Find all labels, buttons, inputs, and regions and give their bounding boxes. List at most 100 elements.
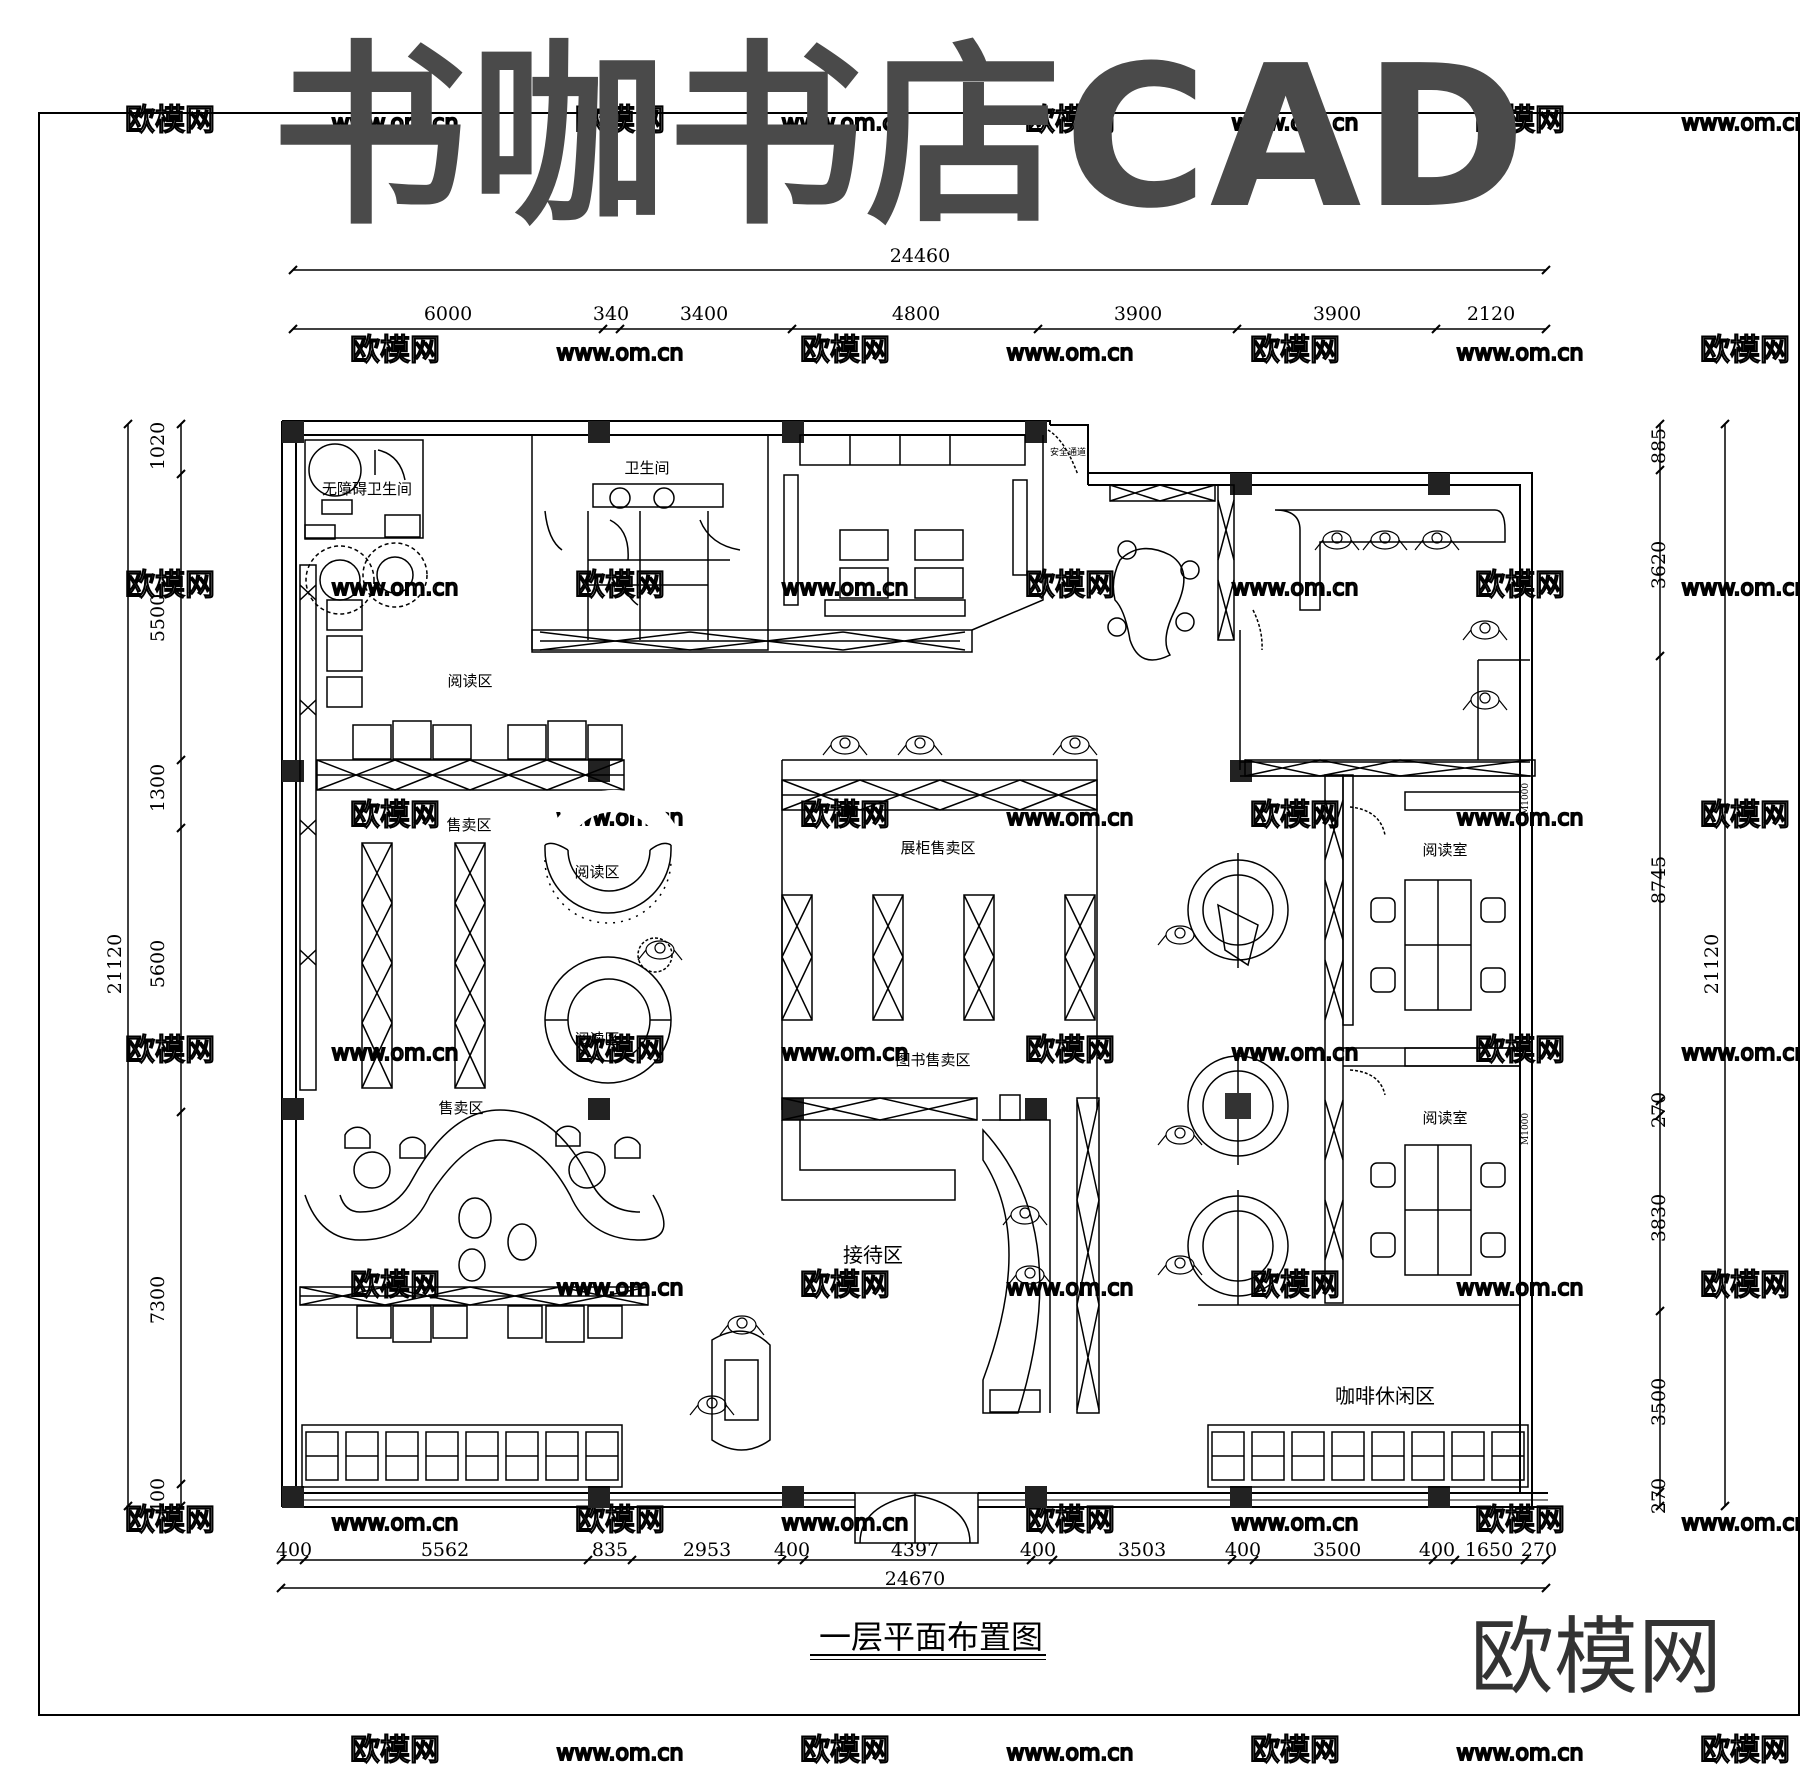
shelf-near-coffee [1109,484,1235,641]
person-arm [1314,539,1324,551]
watermark-cn: 欧模网 [1475,103,1565,138]
tick [598,324,608,334]
person-head [654,942,666,954]
watermark-cn: 欧模网 [1250,1268,1340,1303]
dim-left-seg: 5600 [147,940,169,988]
people-figures [637,530,1508,1416]
dim-bottom-seg: 400 [1225,1539,1261,1561]
dim-bottom-seg: 2953 [683,1539,731,1561]
watermark-cn: 欧模网 [1025,1503,1115,1538]
page-title: 书咖书店CAD [271,24,1529,252]
watermark-cn: 欧模网 [1025,103,1115,138]
person-arm [1007,1274,1017,1286]
circular-reading-seat-lower [544,956,672,1084]
watermark-url: www.om.cn [782,1511,909,1536]
chair [1480,967,1506,993]
display-sales-island [781,759,1098,1110]
column [1230,760,1252,782]
person-arm [1498,699,1508,711]
toilet-room [531,435,769,651]
bottom-dimension-lines [281,1559,1546,1589]
watermark-url: www.om.cn [1232,1041,1359,1066]
meeting-room-top-right [1239,509,1530,777]
person-arm [1398,539,1408,551]
dim-right-seg: 270 [1648,1092,1670,1128]
watermark-cn: 欧模网 [800,333,890,368]
watermark-layer: 欧模网 www.om.cn 欧模网 www.om.cn 欧模网 www.om.cn 欧模网 w… [124,102,1800,1769]
watermark-cn: 欧模网 [1025,1033,1115,1068]
watermark-cn: 欧模网 [1250,333,1340,368]
watermark-url: www.om.cn [1682,111,1800,136]
watermark-url: www.om.cn [782,111,909,136]
dim-left-seg: 400 [147,1478,169,1514]
person [1010,1205,1040,1225]
person-head [1479,692,1491,704]
brand-logo-text: 欧模网 [1470,1608,1723,1706]
person [905,735,935,755]
dim-right-seg: 3830 [1648,1194,1670,1242]
person-head [1174,1257,1186,1269]
person-arm [725,1404,735,1416]
circular-reading-seat-upper [544,789,684,924]
cafe-round-table-2 [1187,1050,1289,1165]
person-arm [1052,744,1062,756]
person [1165,1255,1195,1275]
dim-left-seg: 5500 [147,594,169,642]
tick [1541,265,1551,275]
person-arm [673,949,683,961]
watermark-url: www.om.cn [1457,1741,1584,1766]
person-arm [1462,699,1472,711]
coffee-table-free [1107,540,1200,661]
watermark-url: www.om.cn [1007,341,1134,366]
watermark-url: www.om.cn [557,1741,684,1766]
door-tag-1: M1000 [1521,783,1531,815]
person [1370,530,1400,550]
dim-right-seg: 8745 [1648,856,1670,904]
column [1428,473,1450,495]
watermark-cn: 欧模网 [575,1033,665,1068]
dim-bottom-seg: 400 [774,1539,810,1561]
dim-bottom-seg: 835 [592,1539,628,1561]
label-toilet: 卫生间 [624,459,669,477]
dim-left-total: 21120 [104,934,126,994]
watermark-cn: 欧模网 [800,798,890,833]
tick [1541,324,1551,334]
person-arm [719,1324,729,1336]
person-arm [1450,539,1460,551]
watermark-cn: 欧模网 [350,1268,440,1303]
left-dimension-lines [127,424,182,1506]
person-arm [1043,1274,1053,1286]
label-sales-area-bottom: 售卖区 [438,1099,483,1117]
dim-right-seg: 3620 [1648,541,1670,589]
watermark-cn: 欧模网 [1700,1268,1790,1303]
chair [1370,967,1396,993]
caption-underline-2 [810,1659,1046,1660]
person-head [839,737,851,749]
partition-shelf-upper [531,629,973,653]
chair [1480,897,1506,923]
person-head [1479,622,1491,634]
dim-top-seg: 340 [593,303,629,325]
person-arm [897,744,907,756]
standing-shelves-left [361,842,486,1089]
cafe-round-table-1 [1187,853,1289,968]
shelf-row-left-lower [299,1286,649,1343]
tick [288,265,298,275]
watermark-url: www.om.cn [332,1041,459,1066]
right-dimension-lines [1659,424,1726,1506]
person-arm [1002,1214,1012,1226]
label-sales-area-top: 售卖区 [446,816,491,834]
column [782,1098,804,1120]
watermark-url: www.om.cn [1682,1041,1800,1066]
watermark-cn: 欧模网 [575,103,665,138]
watermark-url: www.om.cn [557,1276,684,1301]
person-head [736,1317,748,1329]
person-arm [1088,744,1098,756]
dim-bottom-seg: 400 [1419,1539,1455,1561]
dim-right-total: 21120 [1701,934,1723,994]
chair [1370,1162,1396,1188]
